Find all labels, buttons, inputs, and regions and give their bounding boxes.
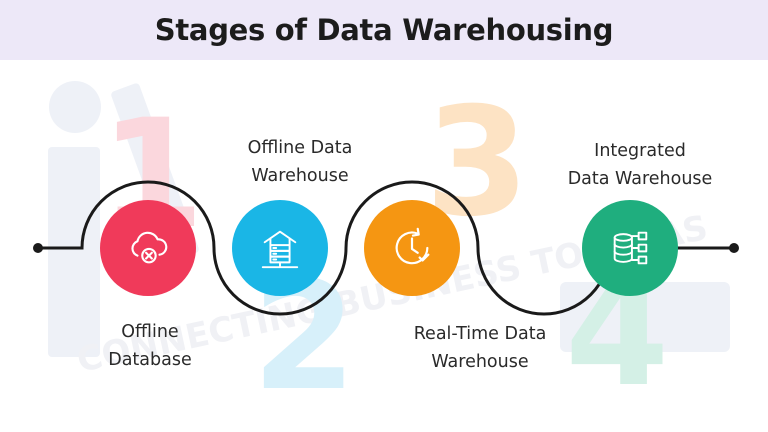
stage-1-label-line2: Database [108,350,192,370]
stage-4-circle [582,200,678,296]
stage-4-label: Integrated Data Warehouse [545,137,735,193]
stage-1-label: Offline Database [70,318,230,374]
house-server-icon [261,230,299,269]
stage-3-label-line2: Warehouse [431,352,529,372]
clock-check-icon [395,227,430,265]
stage-2-label-line1: Offline Data [247,138,353,158]
stage-3-label: Real-Time Data Warehouse [385,320,575,376]
stage-3-label-line1: Real-Time Data [413,324,547,344]
title-bar: Stages of Data Warehousing [0,0,768,60]
database-network-icon [613,231,648,265]
stage-4-label-line2: Data Warehouse [567,169,713,189]
stage-2-label: Offline Data Warehouse [215,134,385,190]
stage-3-circle [364,200,460,296]
timeline-start-dot [33,243,43,253]
page-title: Stages of Data Warehousing [154,13,614,47]
stage-2-circle [232,200,328,296]
timeline-end-dot [729,243,739,253]
stage-2-label-line2: Warehouse [251,166,349,186]
stage-1-circle [100,200,196,296]
cloud-error-icon [131,231,168,264]
stage-1-label-line1: Offline [121,322,179,342]
stage-4-label-line1: Integrated [594,141,686,161]
